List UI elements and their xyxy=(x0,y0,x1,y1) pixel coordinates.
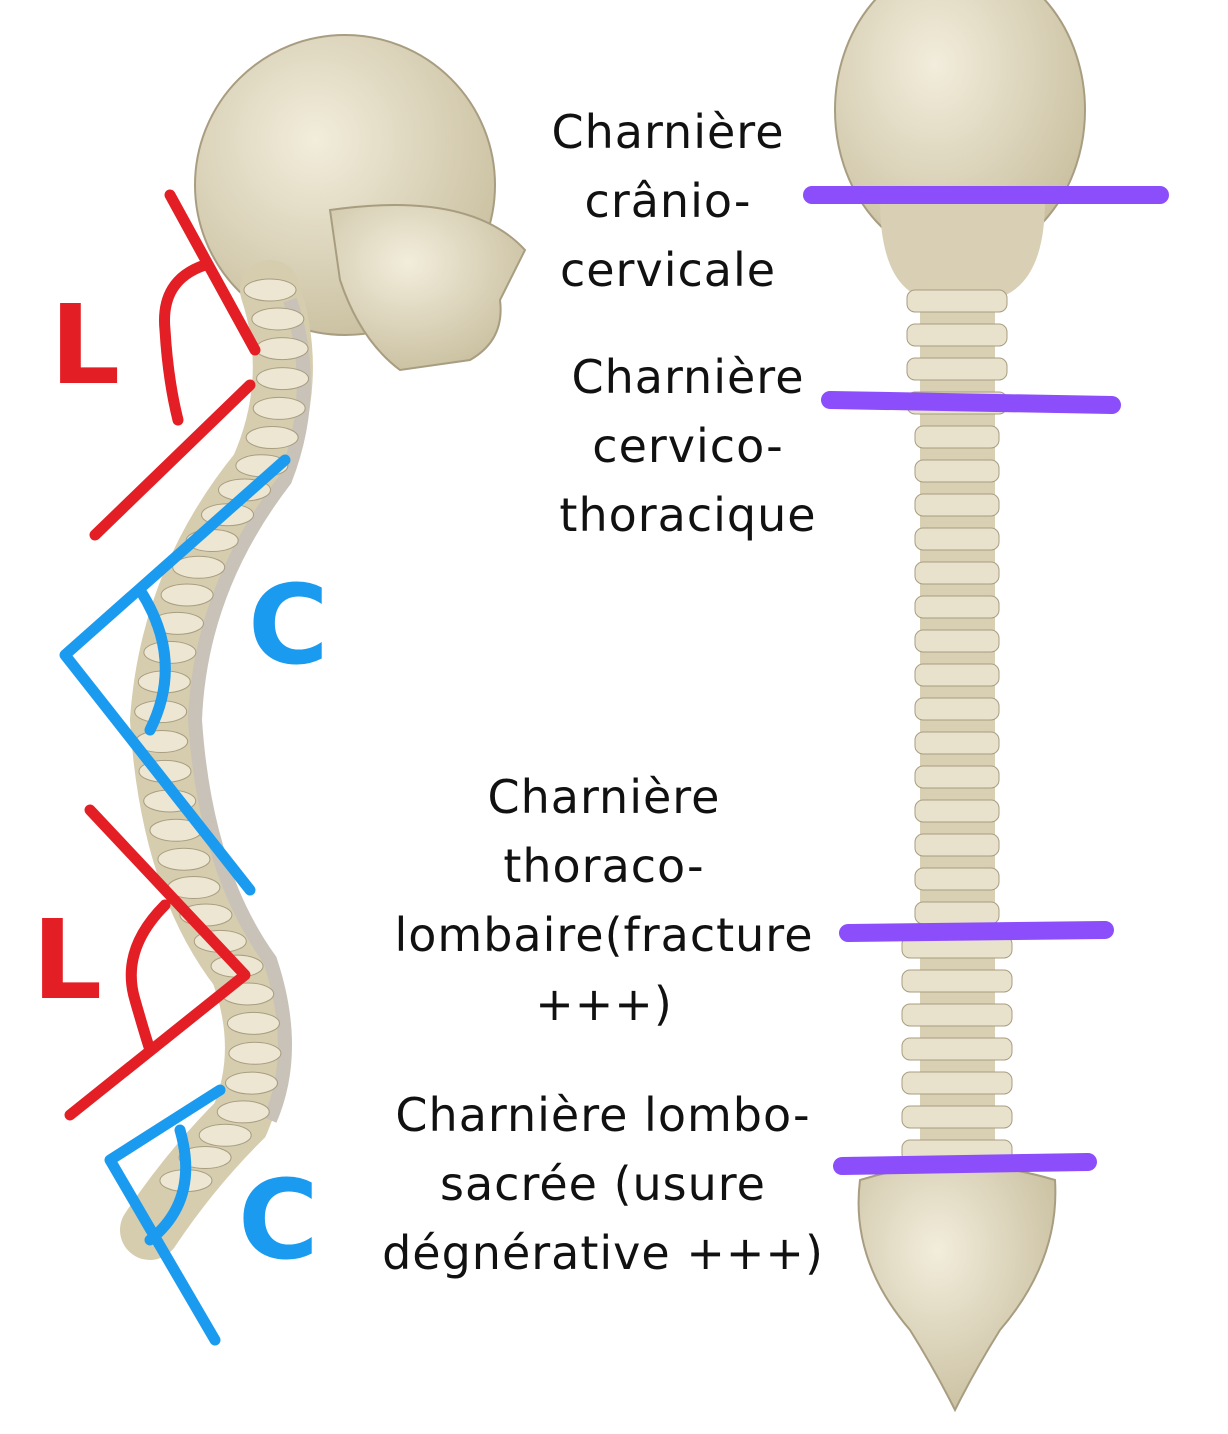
lateral-vertebra xyxy=(252,396,306,420)
lordosis-letter-cervical: L xyxy=(50,281,121,409)
posterior-vertebra xyxy=(914,425,1000,449)
label-line: crânio- xyxy=(584,174,752,228)
label-thoraco-lumbar: Charnière thoraco- lombaire(fracture +++… xyxy=(394,763,813,1039)
posterior-vertebra xyxy=(901,1037,1013,1061)
label-line: Charnière lombo- xyxy=(395,1088,811,1142)
posterior-vertebra xyxy=(914,595,1000,619)
posterior-vertebra xyxy=(914,663,1000,687)
cervico-thoracic-junction-line xyxy=(821,391,1121,414)
lateral-vertebra xyxy=(243,278,297,302)
lateral-vertebra xyxy=(245,426,299,450)
sacral-kyphosis-angle xyxy=(104,1084,226,1346)
label-line: cervico- xyxy=(592,419,784,473)
thoraco-lumbar-junction-line xyxy=(839,921,1114,942)
lateral-vertebra xyxy=(216,1100,270,1124)
posterior-vertebra xyxy=(906,357,1008,381)
posterior-vertebra xyxy=(914,901,1000,925)
lateral-vertebra xyxy=(160,583,214,607)
label-line: thoraco- xyxy=(503,839,705,893)
lateral-vertebra xyxy=(198,1123,252,1147)
lateral-vertebra xyxy=(226,1011,280,1035)
label-cranio-cervical: Charnière crânio- cervicale xyxy=(551,98,784,305)
posterior-vertebra xyxy=(914,493,1000,517)
posterior-vertebra xyxy=(906,323,1008,347)
posterior-vertebra xyxy=(901,1071,1013,1095)
posterior-vertebra xyxy=(914,629,1000,653)
kyphosis-letter-thoracic: C xyxy=(248,561,329,689)
posterior-vertebra xyxy=(914,833,1000,857)
lumbar-lordosis-angle xyxy=(64,804,251,1121)
label-line: Charnière xyxy=(551,105,785,159)
thoracic-kyphosis-angle xyxy=(59,454,291,896)
posterior-jaw xyxy=(880,200,1045,300)
label-cervico-thoracic: Charnière cervico- thoracique xyxy=(559,343,816,550)
kyphosis-letter-sacral: C xyxy=(238,1156,319,1284)
label-line: sacrée (usure xyxy=(439,1157,766,1211)
posterior-vertebra xyxy=(901,969,1013,993)
lateral-vertebra xyxy=(251,307,305,331)
lateral-vertebra xyxy=(178,1146,232,1170)
label-line: Charnière xyxy=(487,770,721,824)
label-line: thoracique xyxy=(559,488,817,542)
sacrum xyxy=(857,1164,1057,1413)
lordosis-letter-lumbar: L xyxy=(32,896,103,1024)
posterior-vertebra xyxy=(914,697,1000,721)
posterior-vertebra xyxy=(914,731,1000,755)
lateral-vertebra xyxy=(256,367,310,391)
label-line: dégnérative +++) xyxy=(382,1226,824,1280)
posterior-vertebra xyxy=(906,289,1008,313)
lateral-face xyxy=(328,204,527,372)
posterior-vertebra xyxy=(914,765,1000,789)
posterior-vertebra xyxy=(914,867,1000,891)
lateral-vertebra xyxy=(225,1071,279,1095)
label-line: Charnière xyxy=(571,350,805,404)
cervical-lordosis-angle xyxy=(89,189,261,541)
label-line: +++) xyxy=(535,977,673,1031)
lateral-vertebra xyxy=(228,1041,282,1065)
lateral-spine-view xyxy=(120,34,527,1260)
lateral-spinal-canal xyxy=(187,297,311,1123)
lumbo-sacral-junction-line xyxy=(833,1153,1097,1175)
posterior-spine-view xyxy=(834,0,1086,1413)
posterior-vertebra xyxy=(901,1105,1013,1129)
posterior-vertebra xyxy=(914,799,1000,823)
label-lumbo-sacral: Charnière lombo- sacrée (usure dégnérati… xyxy=(382,1081,824,1288)
label-line: cervicale xyxy=(559,243,777,297)
label-line: lombaire(fracture xyxy=(394,908,814,962)
lateral-vertebra xyxy=(255,337,309,361)
posterior-vertebra xyxy=(901,1003,1013,1027)
posterior-vertebra xyxy=(914,527,1000,551)
lateral-vertebra xyxy=(157,847,211,871)
lateral-vertebra xyxy=(172,555,226,579)
posterior-vertebra xyxy=(914,561,1000,585)
posterior-vertebra xyxy=(914,459,1000,483)
